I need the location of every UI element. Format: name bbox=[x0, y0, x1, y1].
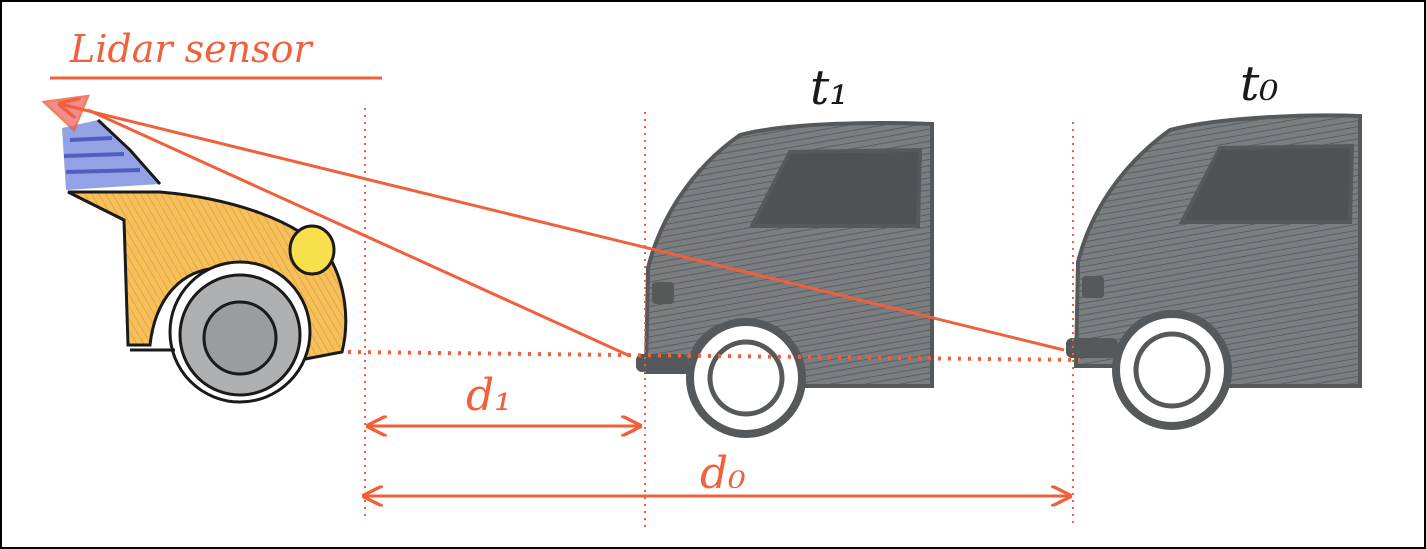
car-wheel-hub bbox=[202, 300, 278, 376]
van-near-bumper bbox=[636, 354, 688, 372]
van-near-headlight bbox=[652, 282, 674, 304]
sensor-car-icon bbox=[41, 94, 348, 404]
car-headlight bbox=[288, 224, 336, 276]
sensor-label: Lidar sensor bbox=[69, 27, 314, 71]
time-label-near: t₁ bbox=[810, 60, 849, 116]
distance-label-far: d₀ bbox=[700, 448, 746, 499]
van-far-window bbox=[1178, 143, 1355, 224]
van-near bbox=[636, 121, 934, 438]
distance-label-near: d₁ bbox=[466, 370, 512, 421]
van-far-bumper bbox=[1066, 338, 1118, 358]
time-label-far: t₀ bbox=[1240, 56, 1279, 112]
van-near-hub bbox=[707, 339, 785, 417]
van-far-headlight bbox=[1082, 276, 1104, 298]
van-far-hub bbox=[1133, 331, 1211, 409]
lidar-beam-far bbox=[60, 104, 1065, 352]
van-near-window bbox=[748, 147, 923, 228]
van-far bbox=[1066, 113, 1362, 430]
ground-reference-line bbox=[347, 350, 1081, 362]
lidar-beam-near bbox=[87, 108, 631, 358]
car-windshield-shading bbox=[63, 136, 141, 174]
